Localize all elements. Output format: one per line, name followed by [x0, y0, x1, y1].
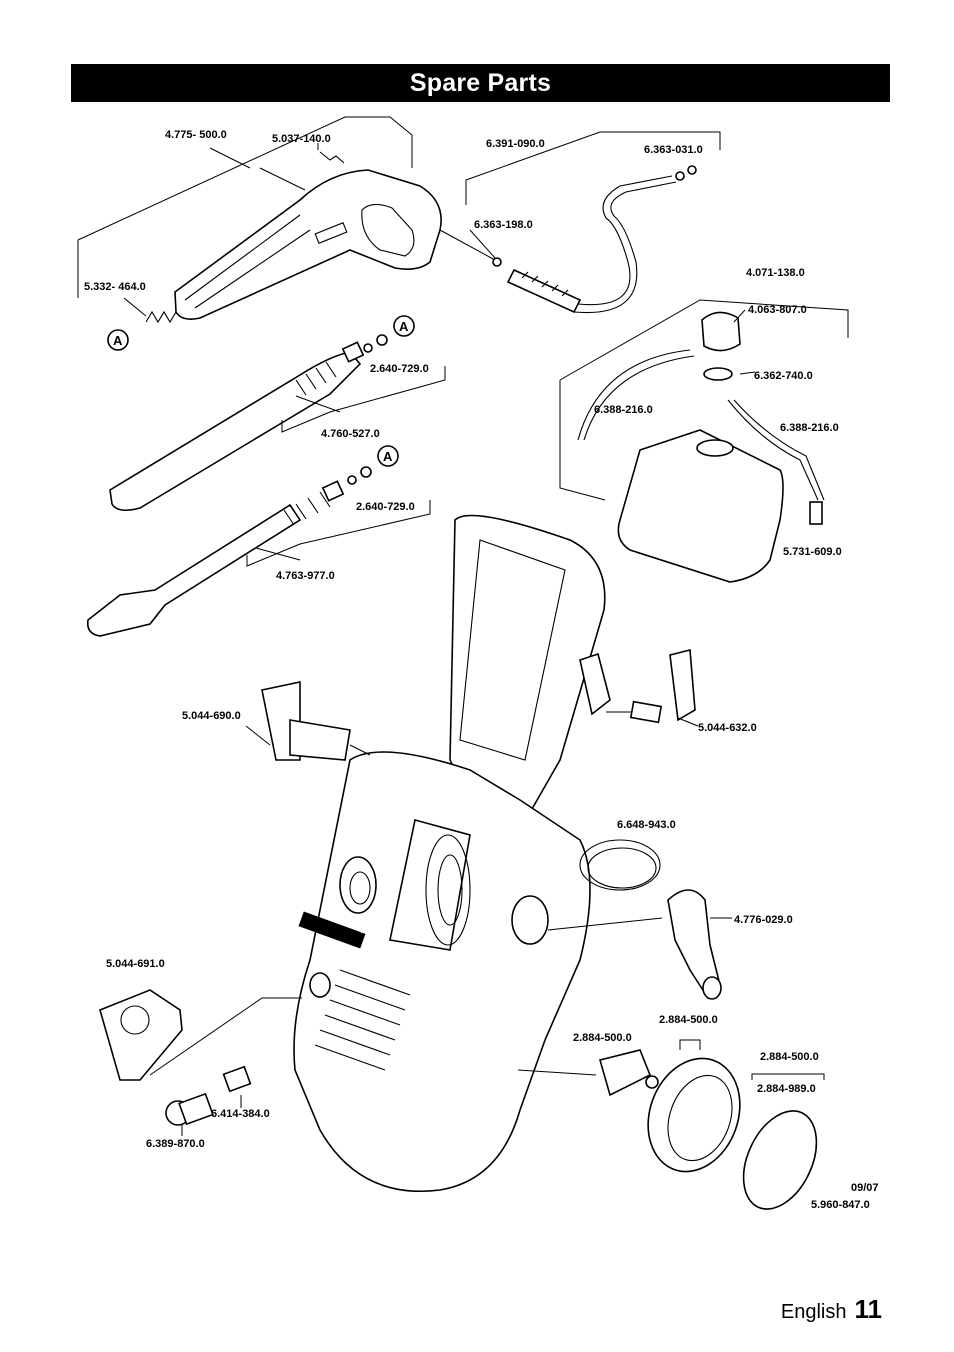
label-5044690: 5.044-690.0	[182, 710, 241, 722]
inlet-coupling	[165, 1065, 252, 1136]
hose	[577, 175, 673, 306]
label-4760527: 4.760-527.0	[321, 428, 380, 440]
tank-cap	[701, 311, 741, 352]
hose-coupling	[506, 268, 582, 314]
label-5044632: 5.044-632.0	[698, 722, 757, 734]
label-6388216-b: 6.388-216.0	[780, 422, 839, 434]
label-4071138: 4.071-138.0	[746, 267, 805, 279]
label-2884989: 2.884-989.0	[757, 1083, 816, 1095]
label-2640729-a: 2.640-729.0	[370, 363, 429, 375]
label-6388216-a: 6.388-216.0	[594, 404, 653, 416]
trigger-gun	[174, 169, 442, 320]
suction-hose-1	[577, 349, 691, 441]
label-2884500-b: 2.884-500.0	[659, 1014, 718, 1026]
revision-date: 09/07	[851, 1182, 879, 1194]
label-5044691: 5.044-691.0	[106, 958, 165, 970]
label-4775500: 4.775- 500.0	[165, 129, 227, 141]
clip-part	[319, 151, 345, 164]
brand-plate	[298, 911, 366, 949]
page-title: Spare Parts	[409, 68, 552, 97]
label-4063807: 4.063-807.0	[748, 304, 807, 316]
spring-part	[145, 310, 177, 324]
marker-a-3: A	[377, 445, 399, 467]
svg-text:A: A	[399, 319, 409, 334]
main-unit: KÄRCHER	[293, 514, 661, 1192]
svg-text:A: A	[113, 333, 123, 348]
wheel	[647, 1057, 741, 1173]
label-2884500-a: 2.884-500.0	[573, 1032, 632, 1044]
marker-a-2: A	[393, 315, 415, 337]
hose-ring	[579, 839, 661, 891]
page-title-bar: Spare Parts	[71, 64, 890, 102]
label-2640729-b: 2.640-729.0	[356, 501, 415, 513]
spray-lance-2	[86, 466, 431, 637]
label-4763977: 4.763-977.0	[276, 570, 335, 582]
hub-cap	[742, 1110, 818, 1210]
wheel-assembly	[517, 1039, 825, 1210]
suction-hose-2	[727, 399, 819, 501]
handle-frame	[449, 514, 606, 831]
svg-text:A: A	[383, 449, 393, 464]
filter-part	[809, 501, 823, 525]
label-6391090: 6.391-090.0	[486, 138, 545, 150]
hose-reel	[389, 819, 471, 951]
label-5731609: 5.731-609.0	[783, 546, 842, 558]
page-footer: English 11	[781, 1294, 882, 1325]
label-5037140: 5.037-140.0	[272, 133, 331, 145]
label-6389870: 6.389-870.0	[146, 1138, 205, 1150]
label-2884500-c: 2.884-500.0	[760, 1051, 819, 1063]
label-5332464: 5.332- 464.0	[84, 281, 146, 293]
high-pressure-hose-group	[465, 131, 721, 314]
pressure-knob	[339, 856, 377, 914]
label-6362740: 6.362-740.0	[754, 370, 813, 382]
holder-5044691	[99, 989, 302, 1081]
holder-5044632	[579, 648, 699, 727]
label-6648943: 6.648-943.0	[617, 819, 676, 831]
label-6363031: 6.363-031.0	[644, 144, 703, 156]
holder-5044690	[245, 681, 371, 761]
trigger-gun-group	[77, 116, 496, 324]
footer-language: English	[780, 1301, 847, 1323]
detergent-tank	[617, 429, 784, 583]
label-6363198: 6.363-198.0	[474, 219, 533, 231]
label-4776029: 4.776-029.0	[734, 914, 793, 926]
marker-a-1: A	[107, 329, 129, 351]
crank-handle	[547, 889, 732, 1000]
label-6414384: 6.414-384.0	[211, 1108, 270, 1120]
machine-body	[293, 751, 591, 1192]
detergent-tank-group	[559, 299, 849, 583]
page-number: 11	[854, 1294, 883, 1324]
spray-lance-1	[109, 334, 446, 512]
revision-doc-number: 5.960-847.0	[811, 1199, 870, 1211]
